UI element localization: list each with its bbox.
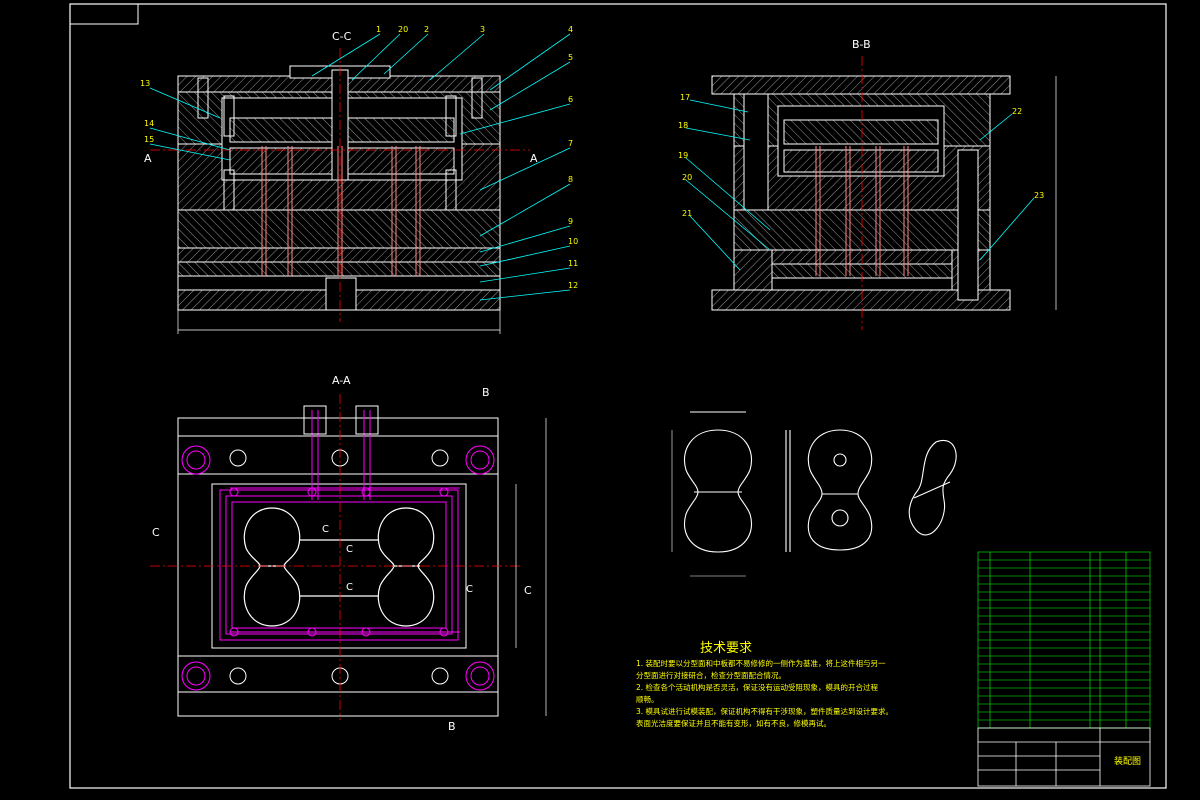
section-cc-view: C-C <box>144 30 538 334</box>
leader-label-bb: 22 <box>1012 107 1022 116</box>
leader-label-bb: 19 <box>678 151 688 160</box>
leader-labels-bb: 17 18 19 20 21 22 23 <box>678 93 1044 218</box>
section-aa-view: A-A <box>150 374 547 733</box>
leader-label-cc: 3 <box>480 25 485 34</box>
drawing-frame <box>69 3 1167 789</box>
leader-label-bb: 17 <box>680 93 690 102</box>
leader-label-cc: 13 <box>140 79 150 88</box>
technical-requirements: 技术要求 1. 装配时要以分型面和中板都不易修修的一侧作为基准，将上这件相与另一… <box>636 641 893 728</box>
leader-label-cc: 9 <box>568 217 573 226</box>
leader-label-cc: 1 <box>376 25 381 34</box>
leader-label-cc: 15 <box>144 135 154 144</box>
section-mark-b-top: B <box>482 386 490 399</box>
tech-title: 技术要求 <box>700 641 752 656</box>
section-mark-c-mid1: C <box>322 524 329 535</box>
section-mark-c-mid3: C <box>346 582 353 593</box>
leader-label-cc: 5 <box>568 53 573 62</box>
tech-line: 分型面进行对接研合，检查分型面配合情况。 <box>636 670 786 680</box>
section-cc-label: C-C <box>332 30 352 43</box>
leader-label-bb: 20 <box>682 173 692 182</box>
section-bb-view: B-B <box>711 38 1057 330</box>
section-mark-a-right: A <box>530 152 538 165</box>
leader-label-cc: 7 <box>568 139 573 148</box>
leader-label-cc: 11 <box>568 259 578 268</box>
tech-line: 1. 装配时要以分型面和中板都不易修修的一侧作为基准，将上这件相与另一 <box>636 658 886 668</box>
leaders-cc <box>149 33 571 301</box>
leaders-bb <box>685 99 1035 271</box>
section-mark-c-mid4: C <box>466 584 473 595</box>
leader-label-cc: 6 <box>568 95 573 104</box>
leader-label-bb: 21 <box>682 209 692 218</box>
leader-labels-cc: 1 20 2 3 4 5 6 7 8 9 10 11 12 13 14 15 <box>140 25 578 290</box>
tech-line: 2. 检查各个活动机构是否灵活，保证没有运动受阻现象，模具的开合过程 <box>636 682 879 692</box>
tech-line: 顺畅。 <box>636 694 659 704</box>
leader-label-cc: 2 <box>424 25 429 34</box>
section-mark-c-left: C <box>152 526 160 539</box>
title-block-drawing-name: 装配图 <box>1114 755 1141 767</box>
leader-label-cc: 20 <box>398 25 408 34</box>
leader-label-cc: 10 <box>568 237 578 246</box>
section-mark-c-right: C <box>524 584 532 597</box>
section-bb-label: B-B <box>852 38 871 51</box>
leader-label-cc: 14 <box>144 119 154 128</box>
section-mark-a-left: A <box>144 152 152 165</box>
parts-list <box>977 551 1151 729</box>
part-detail-views <box>671 411 957 577</box>
leader-label-cc: 4 <box>568 25 573 34</box>
leader-label-cc: 12 <box>568 281 578 290</box>
section-aa-label: A-A <box>332 374 351 387</box>
tech-line: 表面光洁度要保证并且不能有变形，如有不良，修模再试。 <box>636 718 831 728</box>
tech-line: 3. 模具试进行试模装配，保证机构不得有干涉现象，塑件质量达到设计要求。 <box>636 706 893 716</box>
leader-label-bb: 18 <box>678 121 688 130</box>
section-mark-b-bottom: B <box>448 720 456 733</box>
leader-label-bb: 23 <box>1034 191 1044 200</box>
title-block <box>977 727 1151 787</box>
leader-label-cc: 8 <box>568 175 573 184</box>
section-mark-c-mid2: C <box>346 544 353 555</box>
